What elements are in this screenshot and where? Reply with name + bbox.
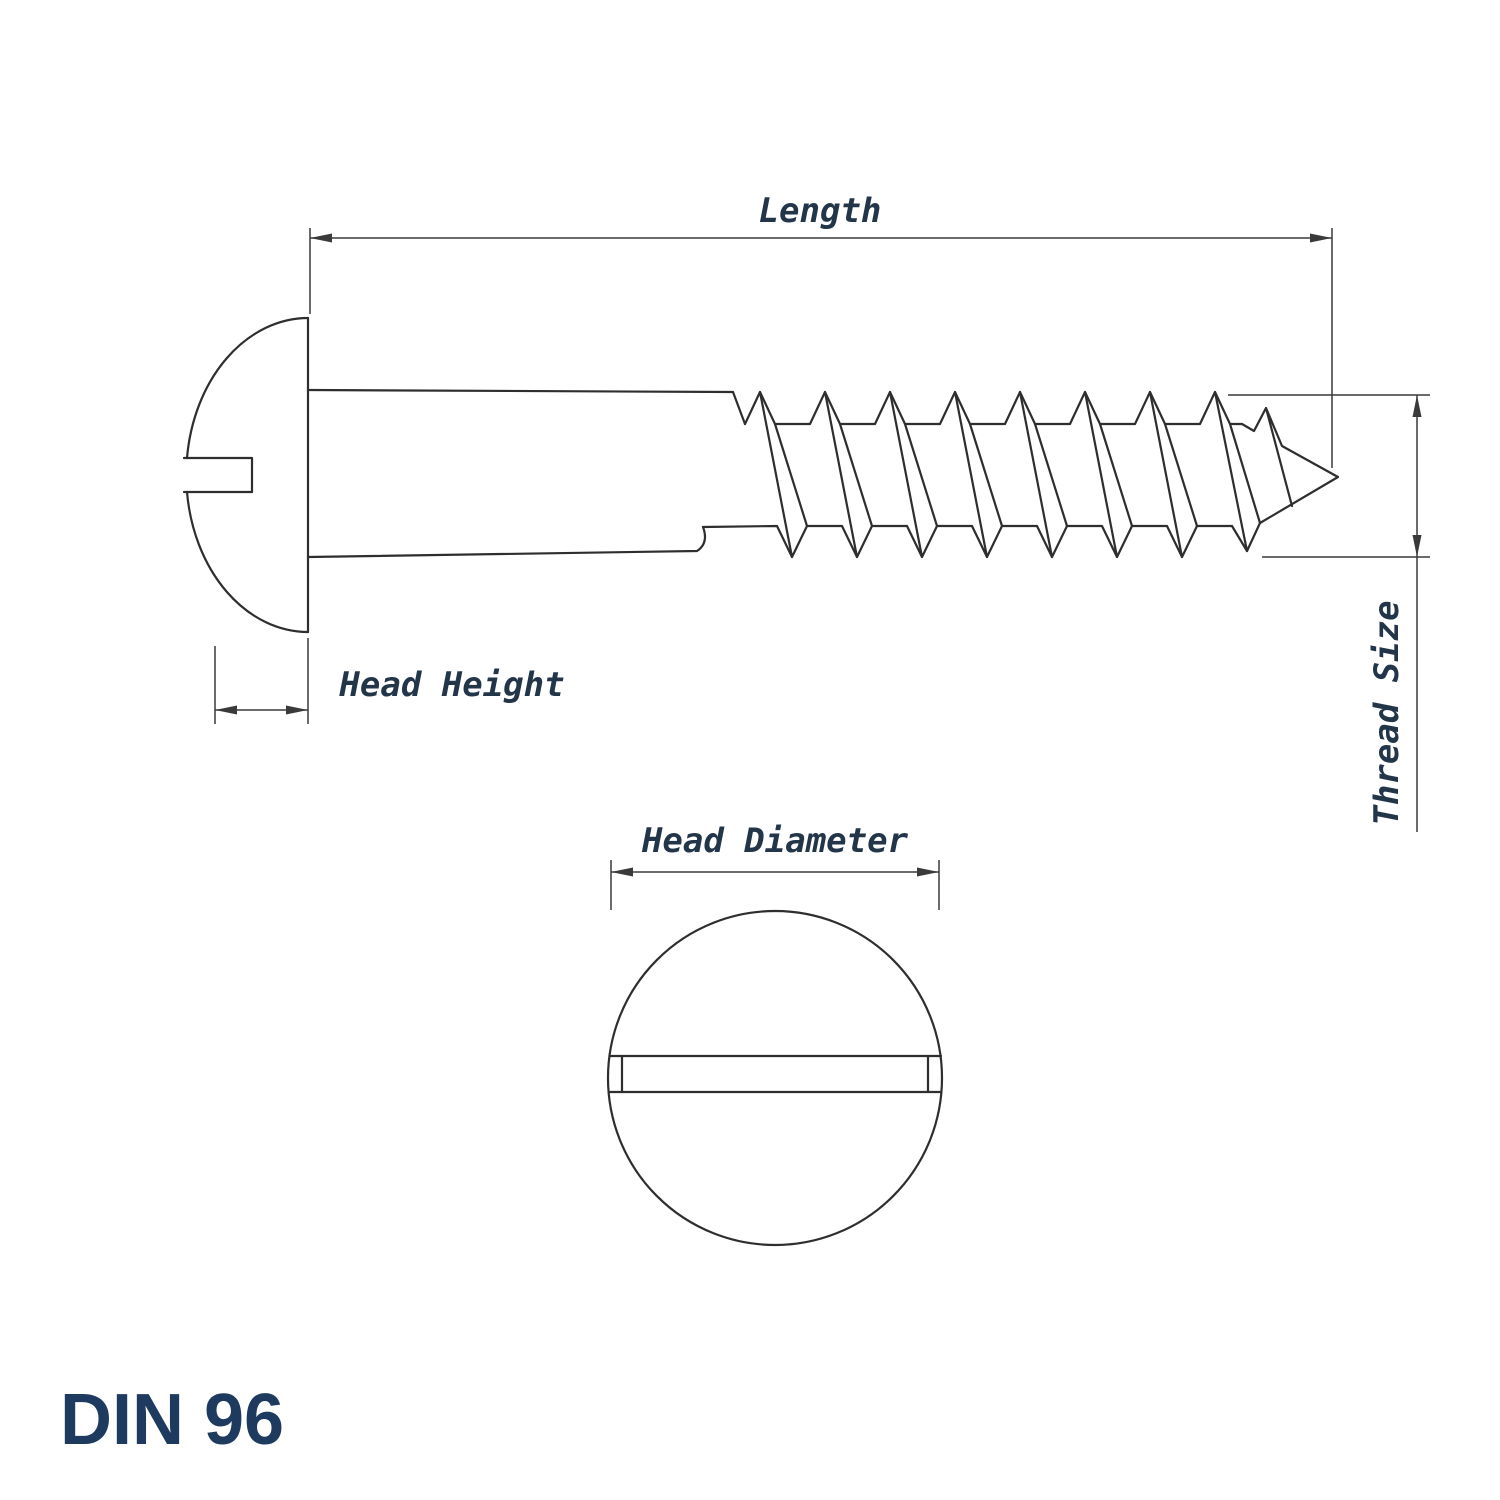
dimension-head-diameter: Head Diameter [610, 821, 940, 910]
head-slot-side [182, 456, 254, 494]
thread-size-dimension-label: Thread Size [1367, 600, 1407, 825]
length-arrow-left [310, 233, 332, 243]
screw-side-view [182, 316, 1340, 634]
thread-profile-top [743, 390, 1244, 426]
head-height-dimension-label: Head Height [338, 665, 564, 705]
screw-head-top-view [606, 909, 944, 1247]
thread-helix-crest-lines [758, 390, 1249, 559]
head-diameter-arrow-right [917, 867, 939, 877]
thread-size-extension-lines [1228, 394, 1430, 558]
dimension-head-height: Head Height [214, 638, 565, 724]
head-dome-arc [185, 316, 310, 634]
head-diameter-extension-lines [610, 860, 940, 910]
screw-tip [1240, 406, 1340, 525]
head-height-arrow-right [286, 705, 308, 715]
head-diameter-dimension-label: Head Diameter [641, 821, 909, 861]
dimension-length: Length [309, 191, 1333, 468]
head-outline-circle [606, 909, 944, 1247]
drawing-title: DIN 96 [60, 1380, 284, 1460]
head-diameter-arrow-left [611, 867, 633, 877]
length-dimension-label: Length [759, 191, 882, 231]
length-arrow-right [1310, 233, 1332, 243]
thread-size-arrow-bottom [1412, 535, 1422, 557]
head-height-arrow-left [215, 705, 237, 715]
head-slot-top [607, 1054, 943, 1094]
dimension-thread-size: Thread Size [1228, 394, 1430, 832]
thread-helix-root-lines [773, 422, 1262, 528]
shank-top-edge [306, 388, 747, 426]
length-extension-lines [309, 228, 1333, 468]
shank-bottom-edge [306, 525, 707, 559]
thread-size-arrow-top [1412, 395, 1422, 417]
